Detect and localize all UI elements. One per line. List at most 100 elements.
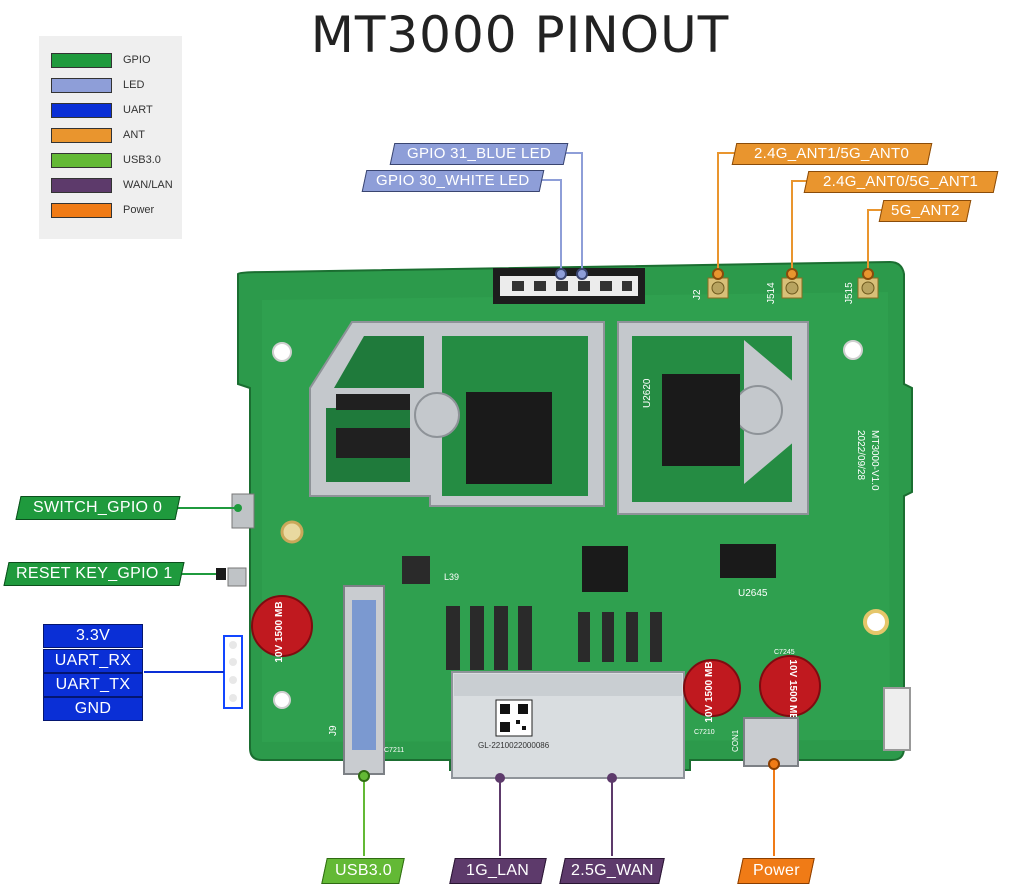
legend-swatch xyxy=(51,203,112,218)
label-usb3: USB3.0 xyxy=(321,858,405,884)
label-2-5g-wan: 2.5G_WAN xyxy=(559,858,665,884)
led-pad xyxy=(534,281,546,291)
fan-connector xyxy=(883,687,911,751)
legend-label: LED xyxy=(123,79,145,91)
capacitor-left xyxy=(251,595,313,657)
label-text: RESET KEY_GPIO 1 xyxy=(15,565,173,582)
label-text: UART_RX xyxy=(54,652,132,669)
page-title: MT3000 PINOUT xyxy=(310,6,730,64)
silk-cap-mid: 10V 1500 MB xyxy=(704,661,715,722)
ant-center xyxy=(785,281,799,295)
usb-port-insert xyxy=(352,600,376,750)
label-text: 5G_ANT2 xyxy=(890,202,960,219)
silk-u2645: U2645 xyxy=(738,588,768,599)
line-ant2 xyxy=(867,209,883,278)
legend-swatch xyxy=(51,128,112,143)
silk-serial: GL-2210022000086 xyxy=(478,741,550,750)
legend-item-power: Power xyxy=(51,203,176,219)
silk-c7210: C7210 xyxy=(694,729,715,736)
main-soc-chip xyxy=(466,392,552,484)
legend-item-wan-lan: WAN/LAN xyxy=(51,178,176,194)
connector-lines xyxy=(144,152,883,856)
silk-uart-tx: TX xyxy=(228,729,237,736)
silk-uart-gnd: GND xyxy=(228,737,244,744)
legend-label: USB3.0 xyxy=(123,154,161,166)
legend-item-ant: ANT xyxy=(51,128,176,144)
legend-item-uart: UART xyxy=(51,103,176,119)
silk-l39: L39 xyxy=(444,572,459,582)
label-text: UART_TX xyxy=(55,676,131,693)
antenna-connector-j514 xyxy=(781,277,803,299)
led-pad xyxy=(512,281,524,291)
magnetics xyxy=(494,606,508,670)
label-text: 2.4G_ANT0/5G_ANT1 xyxy=(823,173,979,190)
ant-center xyxy=(861,281,875,295)
label-switch-gpio0: SWITCH_GPIO 0 xyxy=(15,496,181,520)
label-text: GPIO 31_BLUE LED xyxy=(406,145,552,162)
silk-j2: J2 xyxy=(692,289,703,300)
uart-pin xyxy=(229,658,237,666)
dot-power xyxy=(768,758,780,770)
silk-cap-left: 10V 1500 MB xyxy=(274,601,285,662)
magnetics xyxy=(470,606,484,670)
shield-window xyxy=(334,336,424,388)
ant-center xyxy=(711,281,725,295)
label-text: 1G_LAN xyxy=(466,862,530,879)
qr-finder xyxy=(500,722,510,732)
line-ant1 xyxy=(717,152,737,278)
silk-c7245: C7245 xyxy=(774,649,795,656)
silk-date: 2022/09/28 xyxy=(855,430,866,480)
silk-j515: J515 xyxy=(844,282,855,304)
legend-label: ANT xyxy=(123,129,145,141)
qr-finder xyxy=(518,704,528,714)
label-text: 2.5G_WAN xyxy=(570,862,654,879)
legend-swatch xyxy=(51,178,112,193)
dot-gpio30 xyxy=(555,268,567,280)
silk-j16: J16 xyxy=(232,466,249,477)
dot-wan xyxy=(607,773,617,783)
magnetics xyxy=(518,606,532,670)
led-pad xyxy=(622,281,632,291)
legend-swatch xyxy=(51,153,112,168)
led-pad xyxy=(556,281,568,291)
label-text: SWITCH_GPIO 0 xyxy=(33,499,163,516)
qr-finder xyxy=(500,704,510,714)
label-text: GND xyxy=(74,700,112,717)
magnetics xyxy=(578,612,590,662)
dot-switch xyxy=(234,504,242,512)
shield-boss xyxy=(414,392,460,438)
label-power: Power xyxy=(737,858,815,884)
switch-j16 xyxy=(231,493,255,529)
mounting-hole xyxy=(843,340,863,360)
led-pad xyxy=(600,281,612,291)
legend-swatch xyxy=(51,53,112,68)
led-pad xyxy=(578,281,590,291)
line-gpio31 xyxy=(565,152,583,278)
label-uart-rx: UART_RX xyxy=(43,649,143,673)
label-text: USB3.0 xyxy=(334,862,392,879)
label-text: 2.4G_ANT1/5G_ANT0 xyxy=(754,145,910,162)
silk-c7211: C7211 xyxy=(384,747,404,754)
label-ant2: 5G_ANT2 xyxy=(878,200,972,222)
legend-label: Power xyxy=(123,204,155,216)
mounting-hole xyxy=(272,342,292,362)
capacitor-right xyxy=(759,655,821,717)
legend: GPIO LED UART ANT USB3.0 WAN/LAN Power xyxy=(39,36,182,239)
magnetics xyxy=(446,606,460,670)
dot-ant2 xyxy=(862,268,874,280)
switch-chip xyxy=(582,546,628,592)
magnetics xyxy=(626,612,638,662)
silk-con1: CON1 xyxy=(731,729,740,752)
inductor-l39 xyxy=(402,556,430,584)
uart-pin xyxy=(229,676,237,684)
uart-pin xyxy=(229,694,237,702)
antenna-connector-j2 xyxy=(707,277,729,299)
label-uart-tx: UART_TX xyxy=(43,673,143,697)
label-text: Power xyxy=(752,862,800,879)
legend-label: WAN/LAN xyxy=(123,179,173,191)
capacitor-middle xyxy=(683,659,741,717)
legend-label: UART xyxy=(123,104,153,116)
dot-ant0 xyxy=(786,268,798,280)
pcb-board: J2 J514 J515 U2620 MT3000-V1.0 2022/09/2… xyxy=(223,260,913,779)
label-uart-gnd: GND xyxy=(43,697,143,721)
